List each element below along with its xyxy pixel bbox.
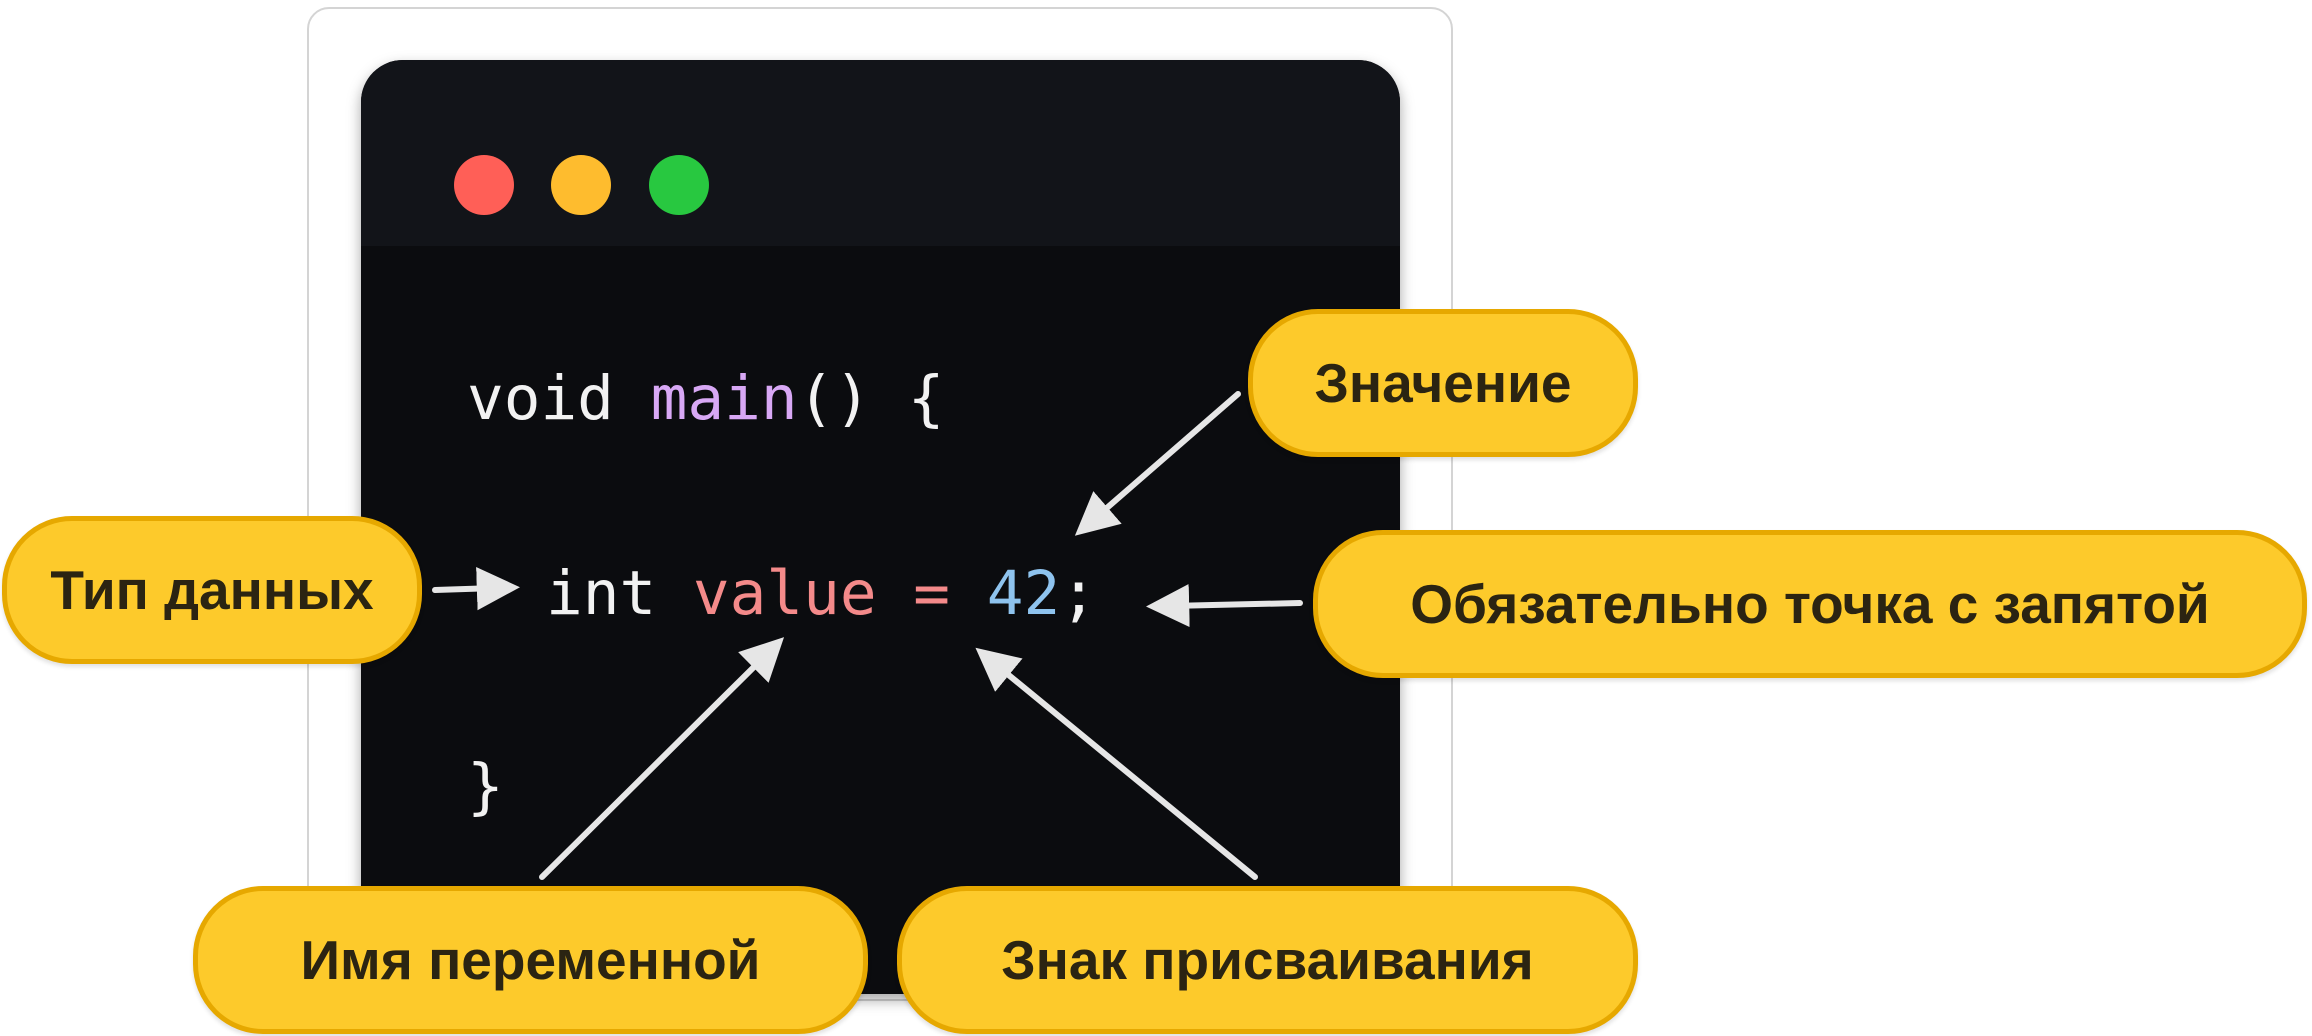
callout-assignment: Знак присваивания [897, 886, 1638, 1034]
code-line-1: void main() { [467, 368, 944, 429]
arrow-to-type [432, 567, 520, 611]
keyword-void: void [467, 363, 614, 434]
assignment-operator: = [913, 558, 951, 629]
window-close-dot-icon [454, 155, 514, 215]
callout-data-type: Тип данных [2, 516, 422, 664]
type-keyword: int [546, 558, 657, 629]
arrow-to-assignment [975, 647, 1258, 880]
code-line-2: int value = 42; [546, 563, 1097, 624]
window-zoom-dot-icon [649, 155, 709, 215]
semicolon: ; [1060, 558, 1097, 629]
arrow-to-semicolon [1146, 583, 1303, 628]
closing-brace: } [467, 751, 504, 822]
window-minimize-dot-icon [551, 155, 611, 215]
window-titlebar [361, 60, 1400, 246]
code-line-3: } [467, 756, 504, 817]
number-literal: 42 [986, 558, 1061, 629]
code-window [361, 60, 1400, 994]
arrow-to-value [1074, 391, 1241, 536]
function-name: main [650, 363, 798, 434]
callout-variable-name: Имя переменной [193, 886, 868, 1034]
function-punctuation: () { [797, 363, 945, 434]
callout-semicolon: Обязательно точка с запятой [1313, 530, 2307, 678]
callout-value: Значение [1248, 309, 1638, 457]
arrow-to-variable [539, 637, 785, 880]
variable-name: value [692, 558, 877, 629]
